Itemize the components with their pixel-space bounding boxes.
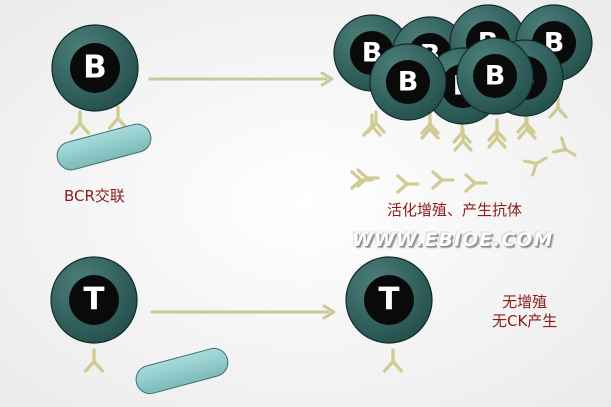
b-cell-receptor <box>420 111 440 135</box>
b-cell-proliferated: B <box>369 43 447 121</box>
cell-letter: B <box>83 49 107 85</box>
free-antibody <box>396 174 420 194</box>
free-antibody <box>431 170 455 190</box>
no-cytokine-text: 无CK产生 <box>492 311 558 330</box>
antigen-bcr-crosslink <box>56 123 152 171</box>
cell-letter: B <box>485 60 506 91</box>
cell-letter: T <box>83 281 104 317</box>
cells-layer: BBBBBBBBBTT <box>50 4 593 344</box>
no-proliferation-text: 无增殖 <box>502 293 548 311</box>
free-antibody <box>523 156 548 177</box>
cell-letter: T <box>378 281 399 317</box>
t-cell-left: T <box>50 256 138 344</box>
no-response-label: 无增殖 无CK产生 <box>492 293 557 331</box>
b-cell-receptor <box>366 110 386 134</box>
free-antibody <box>552 136 577 157</box>
cell-letter: B <box>398 66 419 97</box>
free-antibody <box>350 170 374 190</box>
b-cell-resting: B <box>51 24 139 112</box>
b-cell-receptor <box>487 118 507 142</box>
receptors-layer <box>69 95 568 373</box>
b-cell-receptor <box>69 110 91 135</box>
antigen-no-binding <box>135 347 229 395</box>
bcr-crosslink-label: BCR交联 <box>64 187 125 205</box>
t-cell-receptor <box>382 348 404 373</box>
arrows-layer <box>148 71 336 320</box>
watermark-text: WWW.EBIOE.COM <box>352 229 554 251</box>
b-cell-receptor <box>548 95 568 119</box>
free-antibody <box>464 173 488 193</box>
t-cell-receptor <box>83 348 105 373</box>
t-cell-right: T <box>345 256 433 344</box>
activation-arrow <box>148 71 334 87</box>
no-response-arrow <box>150 304 336 320</box>
b-cell-proliferated: B <box>456 37 534 115</box>
antigens-layer <box>56 123 229 395</box>
activation-proliferation-label: 活化增殖、产生抗体 <box>387 201 523 219</box>
